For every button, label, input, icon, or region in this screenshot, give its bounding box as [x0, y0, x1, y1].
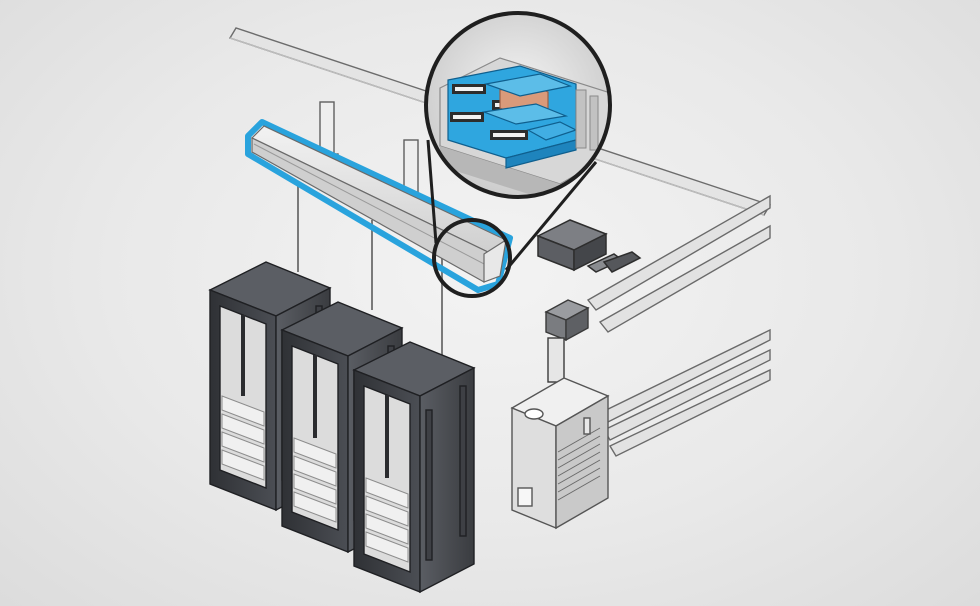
- conduit-pipes: [586, 194, 771, 457]
- conductor-bars: [447, 65, 578, 169]
- server-rack-3: [352, 341, 476, 594]
- electrical-panel: [510, 377, 610, 530]
- panel-conduit: [544, 299, 590, 383]
- magnifier-connectors: [426, 139, 598, 271]
- junction-box: [536, 219, 642, 273]
- magnifier-small-circle: [432, 218, 512, 298]
- busway-cross-section-magnifier: [424, 11, 612, 199]
